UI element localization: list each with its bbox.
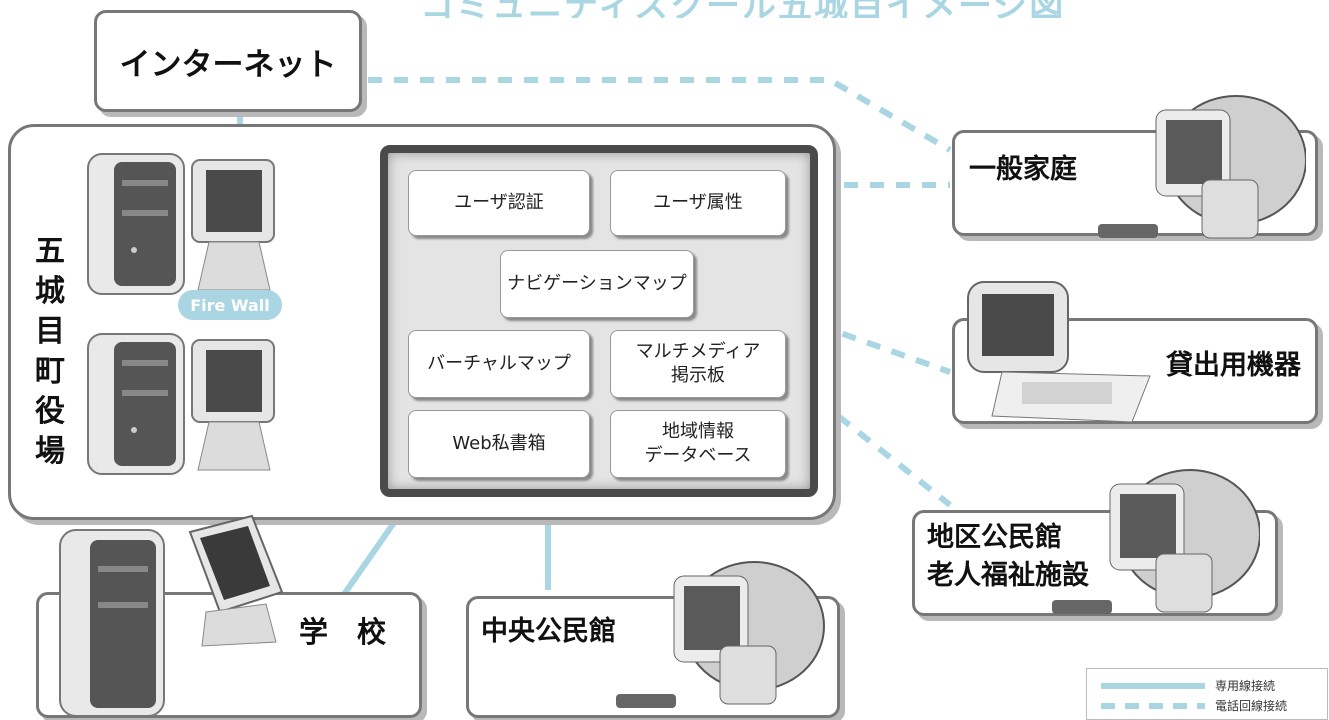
diagram-title: コミュニティスクール五城目イメージ図 <box>420 0 1120 18</box>
module-regional-db: 地域情報 データベース <box>610 410 786 478</box>
imac-computer-icon <box>1052 469 1260 614</box>
server-computer-icon <box>87 333 275 475</box>
town-office-label: 五 城 目 町 役 場 <box>35 234 65 469</box>
imac-computer-icon <box>616 561 825 708</box>
server-computer-icon <box>59 514 284 717</box>
module-nav-map: ナビゲーションマップ <box>500 250 694 318</box>
legend-phone: 電話回線接続 <box>1101 697 1287 714</box>
module-web-box: Web私書箱 <box>408 410 590 478</box>
node-central-label: 中央公民館 <box>481 616 616 647</box>
dash-core-rental <box>816 322 952 375</box>
internet-label: インターネット <box>119 46 337 83</box>
dash-core-district <box>816 397 952 508</box>
imac-computer-icon <box>1098 95 1306 239</box>
node-home-label: 一般家庭 <box>969 154 1077 185</box>
legend-dedicated: 専用線接続 <box>1101 677 1275 694</box>
module-virtual-map: バーチャルマップ <box>408 330 590 398</box>
laptop-computer-icon <box>967 281 1151 423</box>
node-school-label: 学 校 <box>299 615 387 649</box>
legend: 専用線接続 電話回線接続 <box>1086 668 1328 720</box>
internet-box: インターネット <box>94 10 362 112</box>
module-user-attr: ユーザ属性 <box>610 170 786 236</box>
dash-internet-home <box>368 77 952 153</box>
module-user-auth: ユーザ認証 <box>408 170 590 236</box>
module-multimedia-board: マルチメディア 掲示板 <box>610 330 786 398</box>
solid-line-swatch <box>1101 682 1205 689</box>
node-district-label: 地区公民館 老人福祉施設 <box>927 522 1089 591</box>
dashed-line-swatch <box>1101 702 1205 709</box>
firewall-badge: Fire Wall <box>178 290 282 320</box>
server-computer-icon <box>87 153 275 295</box>
node-rental-label: 貸出用機器 <box>1166 350 1301 381</box>
